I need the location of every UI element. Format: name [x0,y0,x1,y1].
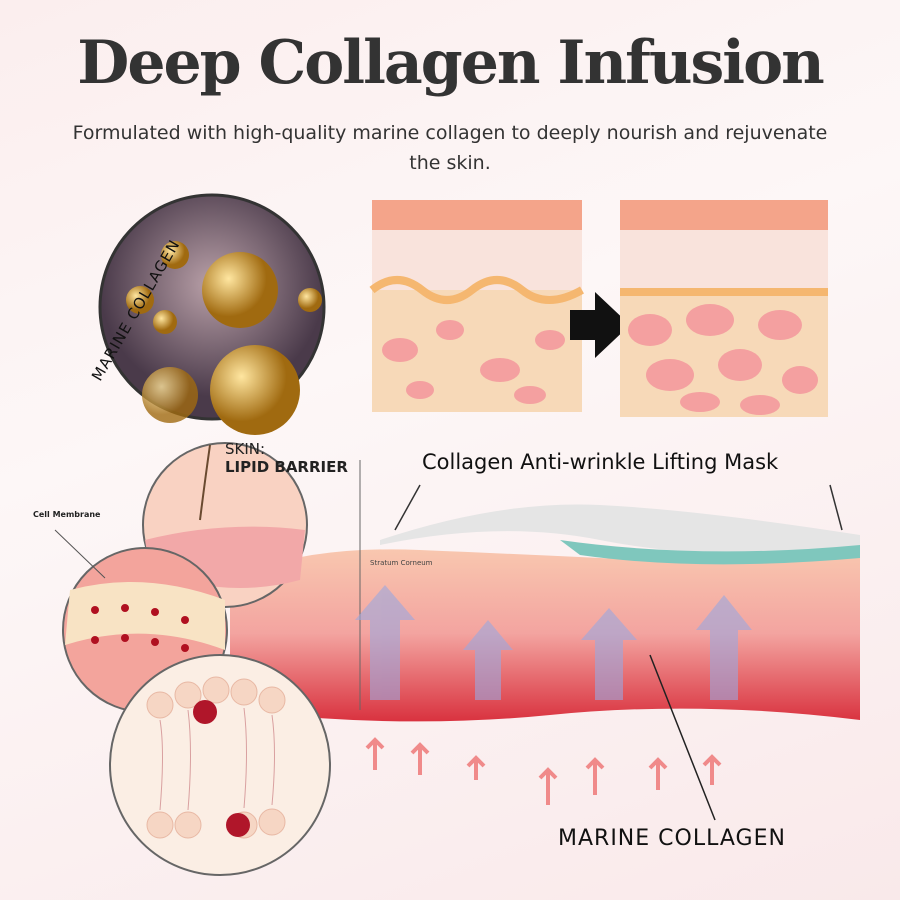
lipid-barrier-label: LIPID BARRIER [225,458,348,476]
subtitle: Formulated with high-quality marine coll… [72,122,828,174]
stratum-corneum-label: Stratum Corneum [370,559,433,567]
skin-label: SKIN: [225,440,266,458]
page-title: Deep Collagen Infusion [77,28,824,98]
skin-cross-section [230,460,860,821]
marine-collagen-image [98,193,326,435]
arrow-right-icon [570,292,630,358]
phospholipid-circle [109,654,331,876]
skin-before-diagram [369,200,584,412]
mask-label: Collagen Anti-wrinkle Lifting Mask [422,450,779,474]
skin-after-diagram [620,200,828,417]
marine-collagen-label: MARINE COLLAGEN [558,826,786,851]
cell-membrane-label: Cell Membrane [33,510,101,519]
